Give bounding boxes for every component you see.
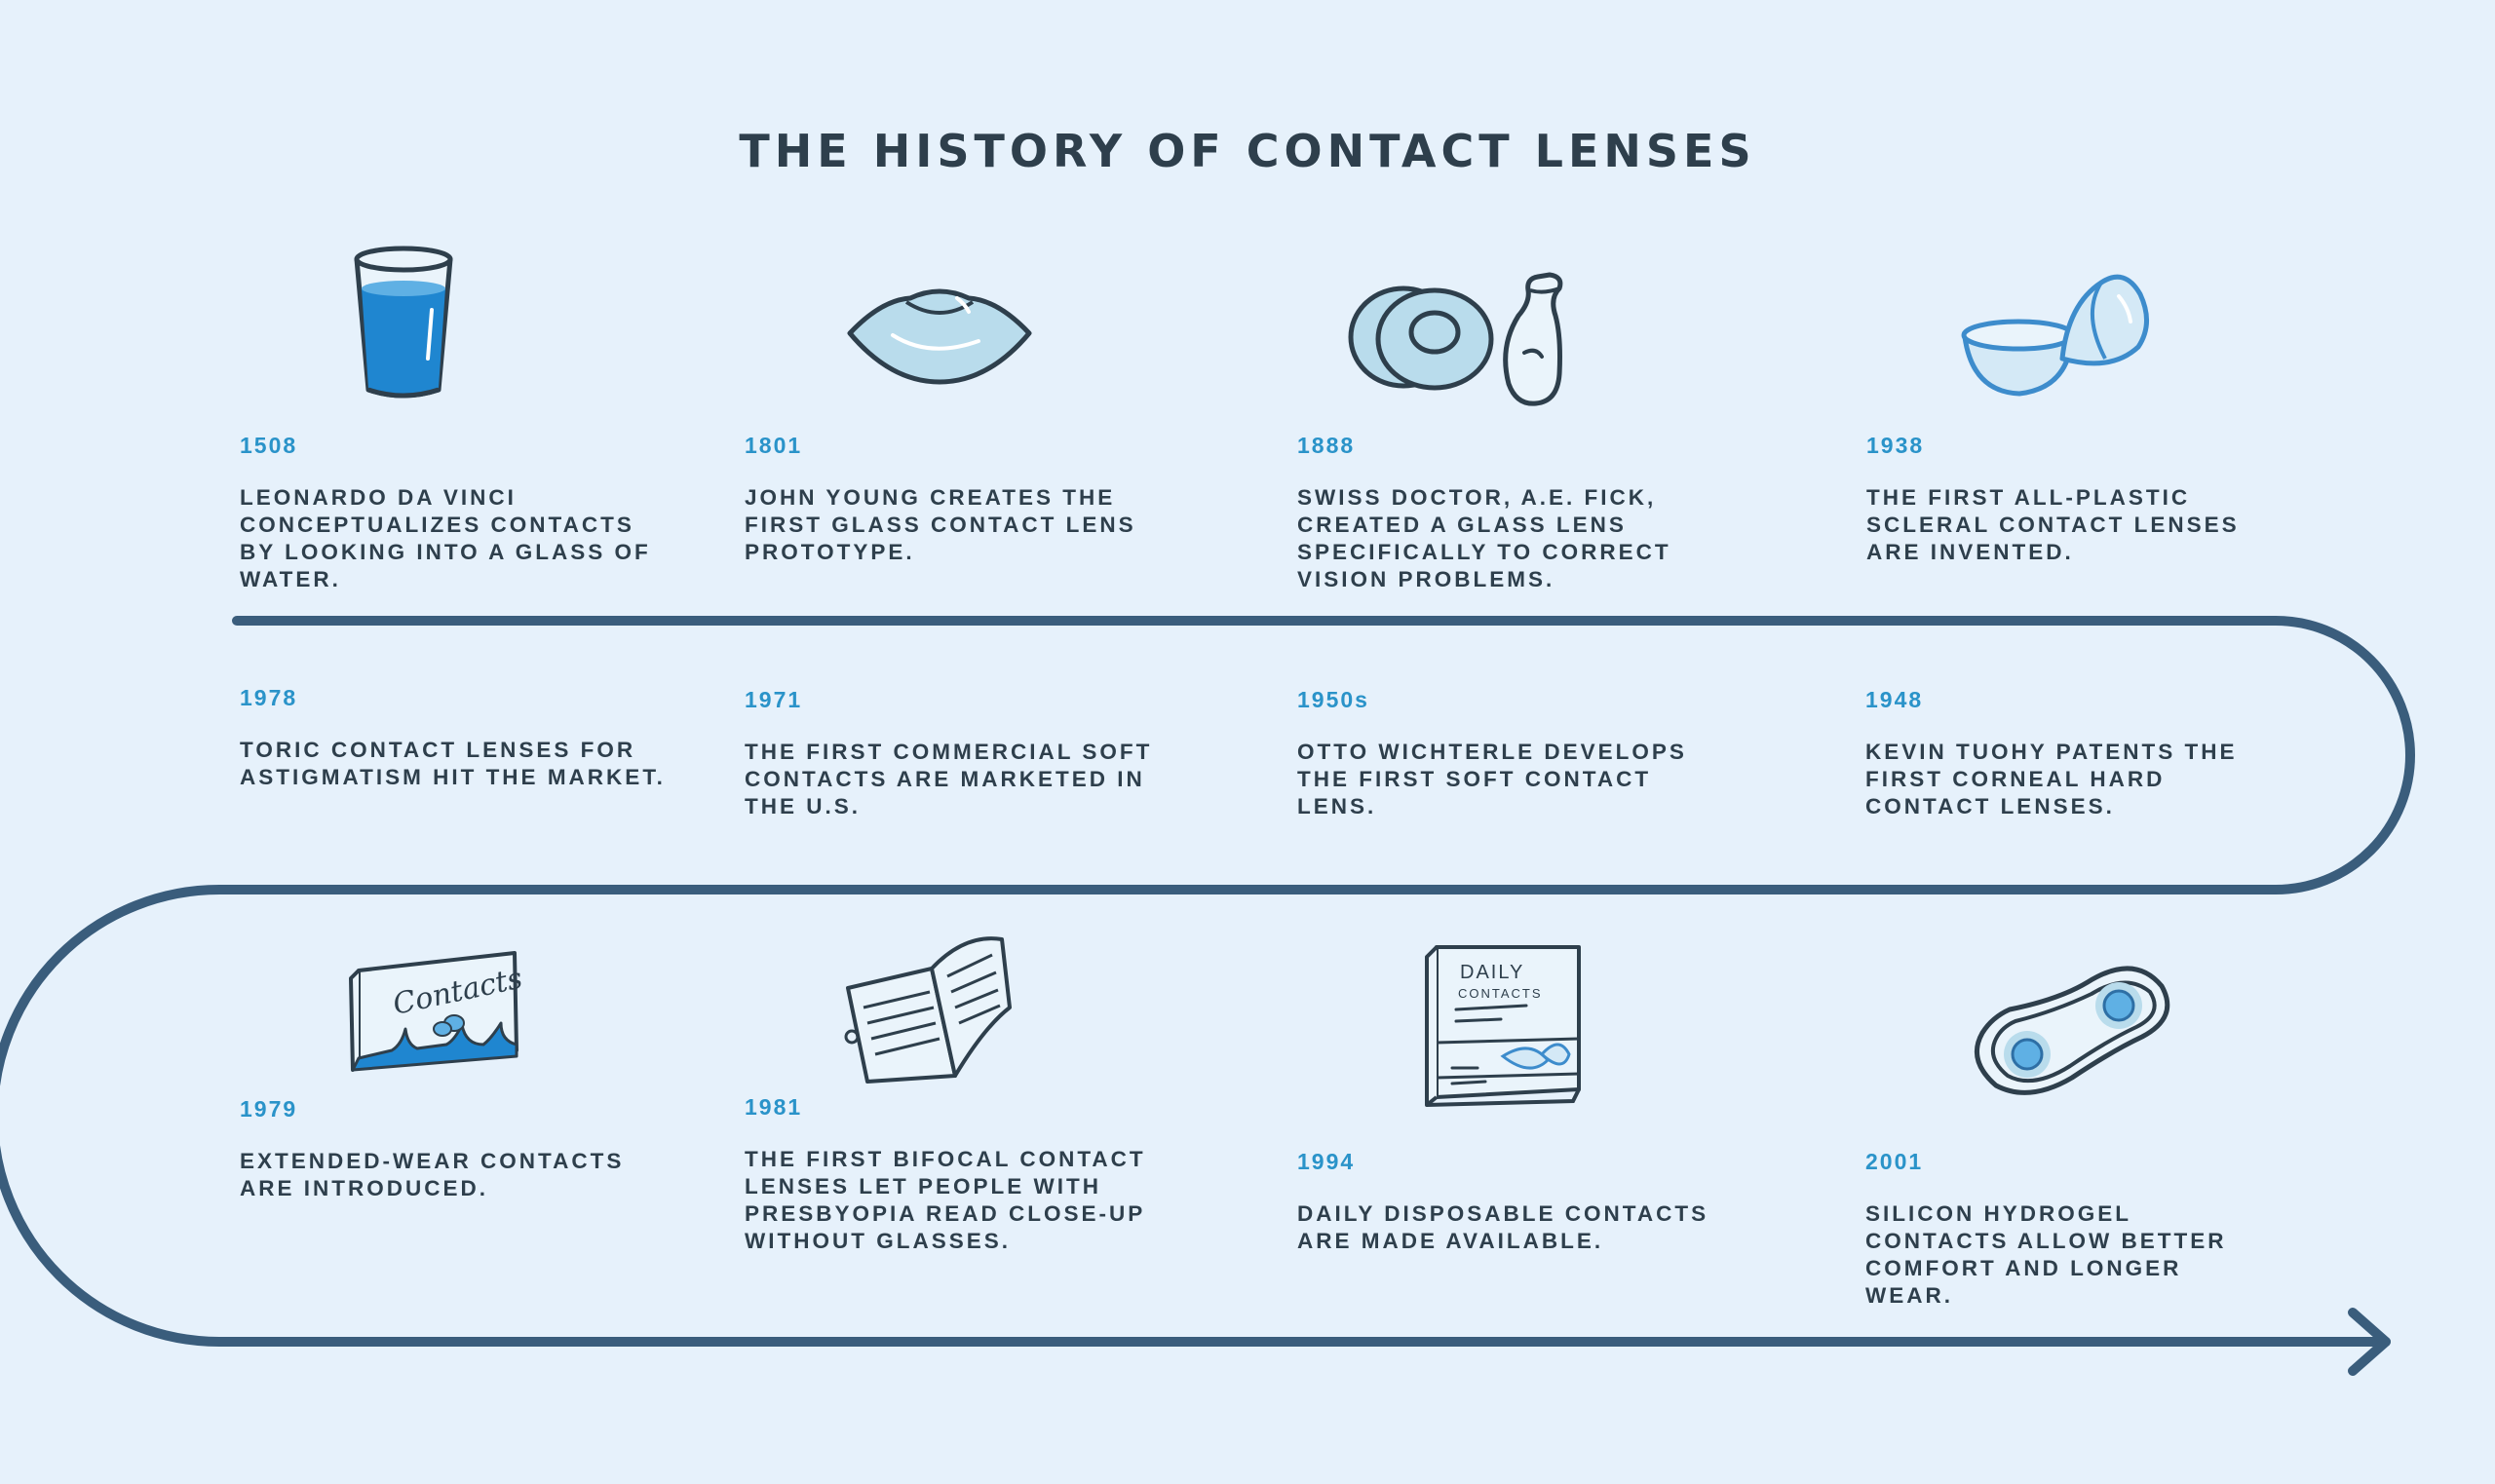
event-description: OTTO WICHTERLE DEVELOPS THE FIRST SOFT C… xyxy=(1297,740,1687,818)
scleral-lenses-icon xyxy=(1961,274,2149,397)
daily-box-sublabel: CONTACTS xyxy=(1458,986,1543,1001)
event-year: 1948 xyxy=(1865,687,1924,712)
event-year: 1950s xyxy=(1297,687,1369,712)
event-description: KEVIN TUOHY PATENTS THE FIRST CORNEAL HA… xyxy=(1865,740,2238,818)
timeline-event-2001: 2001 SILICON HYDROGEL CONTACTS ALLOW BET… xyxy=(1865,1148,2275,1310)
event-description: JOHN YOUNG CREATES THE FIRST GLASS CONTA… xyxy=(745,485,1136,564)
event-year: 2001 xyxy=(1865,1149,1924,1174)
arrow-head-icon xyxy=(2348,1308,2391,1376)
lens-and-bottle-icon xyxy=(1348,272,1563,406)
event-description: LEONARDO DA VINCI CONCEPTUALIZES CONTACT… xyxy=(240,485,651,591)
event-year: 1981 xyxy=(745,1094,803,1120)
timeline-event-1994: 1994 DAILY DISPOSABLE CONTACTS ARE MADE … xyxy=(1297,1148,1726,1255)
event-year: 1801 xyxy=(745,433,803,458)
event-year: 1978 xyxy=(240,685,298,710)
open-book-icon xyxy=(844,936,1012,1084)
glass-lens-icon xyxy=(847,288,1032,385)
event-year: 1971 xyxy=(745,687,803,712)
timeline-event-1888: 1888 SWISS DOCTOR, A.E. FICK, CREATED A … xyxy=(1297,432,1726,593)
event-description: EXTENDED-WEAR CONTACTS ARE INTRODUCED. xyxy=(240,1149,625,1200)
event-year: 1979 xyxy=(240,1096,298,1122)
event-year: 1508 xyxy=(240,433,298,458)
event-year: 1994 xyxy=(1297,1149,1356,1174)
page-title: THE HISTORY OF CONTACT LENSES xyxy=(739,125,1756,177)
timeline-event-1948: 1948 KEVIN TUOHY PATENTS THE FIRST CORNE… xyxy=(1865,686,2275,820)
timeline-event-1981: 1981 THE FIRST BIFOCAL CONTACT LENSES LE… xyxy=(745,1093,1173,1255)
daily-contacts-box-icon: DAILY CONTACTS xyxy=(1425,945,1581,1107)
event-description: TORIC CONTACT LENSES FOR ASTIGMATISM HIT… xyxy=(240,738,666,789)
event-description: THE FIRST ALL-PLASTIC SCLERAL CONTACT LE… xyxy=(1866,485,2240,564)
event-description: DAILY DISPOSABLE CONTACTS ARE MADE AVAIL… xyxy=(1297,1201,1709,1253)
event-year: 1938 xyxy=(1866,433,1925,458)
timeline-event-1508: 1508 LEONARDO DA VINCI CONCEPTUALIZES CO… xyxy=(240,432,669,593)
event-description: SWISS DOCTOR, A.E. FICK, CREATED A GLASS… xyxy=(1297,485,1671,591)
lens-case-icon xyxy=(1974,966,2170,1095)
timeline-event-1978: 1978 TORIC CONTACT LENSES FOR ASTIGMATIS… xyxy=(240,684,669,791)
event-description: SILICON HYDROGEL CONTACTS ALLOW BETTER C… xyxy=(1865,1201,2227,1308)
water-glass-icon xyxy=(354,246,453,399)
timeline-event-1971: 1971 THE FIRST COMMERCIAL SOFT CONTACTS … xyxy=(745,686,1173,820)
timeline-event-1801: 1801 JOHN YOUNG CREATES THE FIRST GLASS … xyxy=(745,432,1173,566)
contacts-box-icon: Contacts xyxy=(349,951,524,1072)
daily-box-label: DAILY xyxy=(1460,962,1524,983)
event-description: THE FIRST BIFOCAL CONTACT LENSES LET PEO… xyxy=(745,1147,1146,1253)
timeline-event-1950s: 1950s OTTO WICHTERLE DEVELOPS THE FIRST … xyxy=(1297,686,1726,820)
timeline-event-1979: 1979 EXTENDED-WEAR CONTACTS ARE INTRODUC… xyxy=(240,1095,669,1202)
event-year: 1888 xyxy=(1297,433,1356,458)
timeline-event-1938: 1938 THE FIRST ALL-PLASTIC SCLERAL CONTA… xyxy=(1866,432,2276,566)
event-description: THE FIRST COMMERCIAL SOFT CONTACTS ARE M… xyxy=(745,740,1153,818)
